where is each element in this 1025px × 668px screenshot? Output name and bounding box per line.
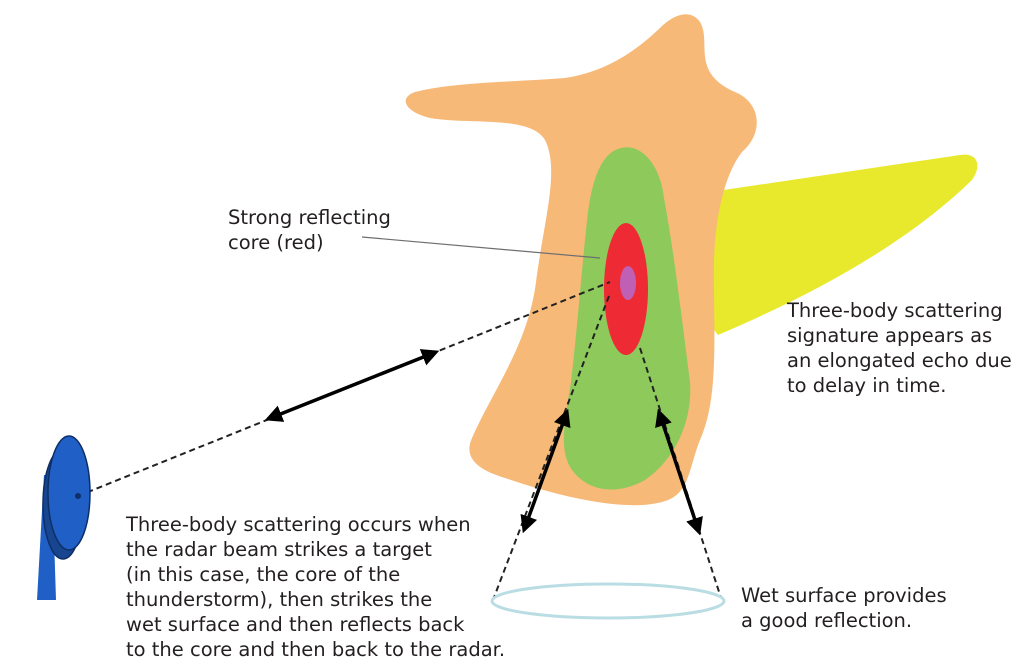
tbss-label-line: Three-body scattering [787,298,1012,323]
radar-beam-arrow [268,352,436,419]
core-label-line: core (red) [228,230,391,255]
core-label: Strong reflecting core (red) [228,205,391,255]
explanation-line: (in this case, the core of the [126,562,505,587]
core-label-line: Strong reflecting [228,205,391,230]
wet-surface-ellipse [492,584,724,618]
tbss-label: Three-body scattering signature appears … [787,298,1012,398]
explanation-line: to the core and then back to the radar. [126,637,505,662]
explanation-line: the radar beam strikes a target [126,537,505,562]
explanation-line: Three-body scattering occurs when [126,512,505,537]
tbss-label-line: an elongated echo due [787,348,1012,373]
wet-surface-label: Wet surface provides a good reflection. [741,583,947,633]
wet-label-line: Wet surface provides [741,583,947,608]
explanation-line: wet surface and then reflects back [126,612,505,637]
radar-dish-icon [37,436,90,600]
explanation-label: Three-body scattering occurs when the ra… [126,512,505,662]
wet-label-line: a good reflection. [741,608,947,633]
explanation-line: thunderstorm), then strikes the [126,587,505,612]
tbss-label-line: signature appears as [787,323,1012,348]
core-center [620,266,636,300]
tbss-label-line: to delay in time. [787,373,1012,398]
